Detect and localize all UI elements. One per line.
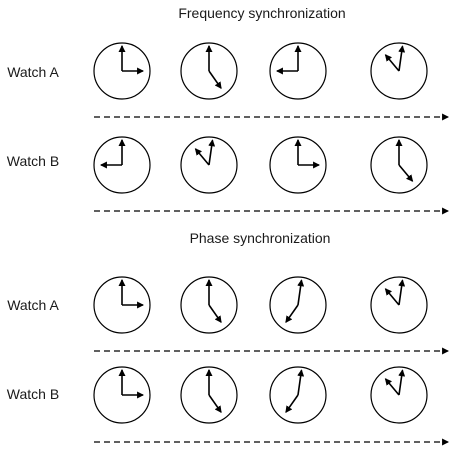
phase-section-title: Phase synchronization (190, 230, 331, 246)
phase-watch-b-label: Watch B (7, 386, 59, 402)
clock-icon (269, 276, 327, 334)
clock-icon (370, 42, 428, 100)
clock-icon (180, 42, 238, 100)
frequency-watch-b-label: Watch B (7, 153, 59, 169)
clock-hand (208, 70, 222, 90)
clock-icon (370, 366, 428, 424)
clock-icon (180, 136, 238, 194)
clock-hand (285, 304, 299, 324)
clock-hand (297, 279, 305, 306)
clock-icon (93, 136, 151, 194)
clock-hand (384, 288, 400, 306)
clock-hand (208, 139, 216, 166)
clock-icon (370, 136, 428, 194)
clock-icon (180, 366, 238, 424)
clock-icon (93, 276, 151, 334)
phase-watch-a-label: Watch A (7, 297, 59, 313)
clock-hand (297, 369, 305, 396)
clock-hand (194, 148, 210, 166)
clock-hand (208, 394, 222, 414)
clock-icon (93, 42, 151, 100)
clock-icon (269, 136, 327, 194)
clock-icon (370, 276, 428, 334)
clock-hand (398, 279, 406, 306)
clock-hand (398, 164, 414, 182)
clock-layer (93, 42, 428, 424)
clock-icon (269, 42, 327, 100)
clock-icon (93, 366, 151, 424)
clock-hand (384, 378, 400, 396)
clock-hand (398, 45, 406, 72)
frequency-section-title: Frequency synchronization (178, 5, 345, 21)
clock-hand (398, 369, 406, 396)
clock-hand (285, 394, 299, 414)
frequency-watch-a-label: Watch A (7, 64, 59, 80)
clock-icon (269, 366, 327, 424)
clock-hand (384, 54, 400, 72)
clock-icon (180, 276, 238, 334)
clock-hand (208, 304, 222, 324)
